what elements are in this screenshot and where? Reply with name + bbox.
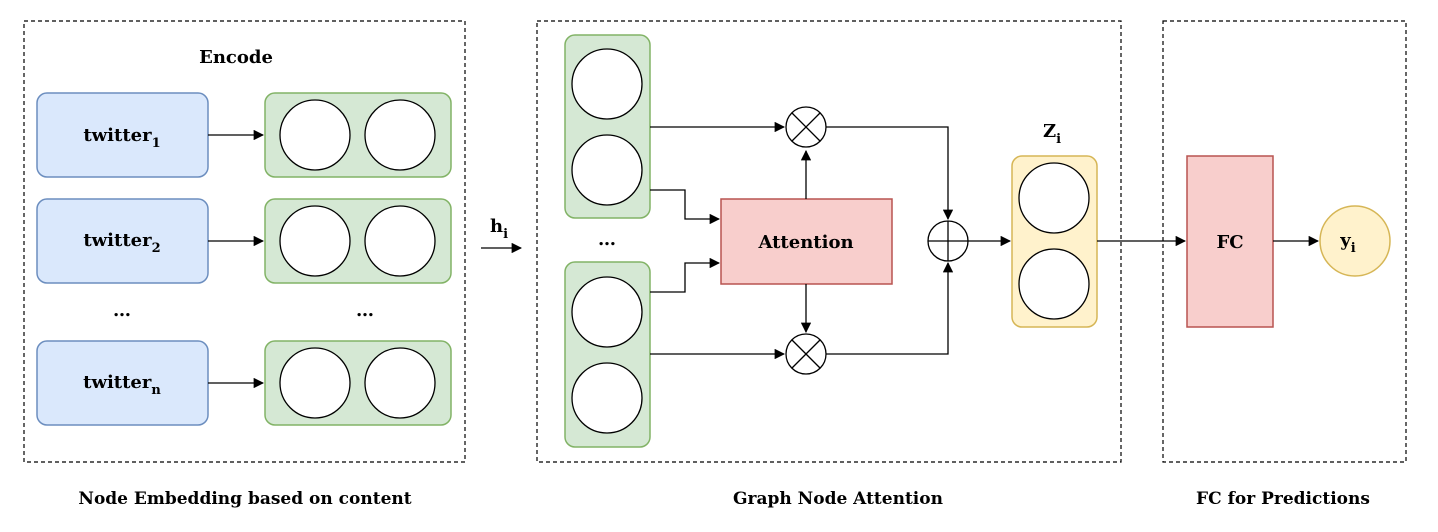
output-unit-b [1018,248,1090,320]
embedding-caption: Node Embedding based on content [78,489,411,509]
fc-block [1186,155,1274,328]
embedding-n-unit-a [279,347,351,419]
embedding-section-frame [23,20,466,463]
sum-icon [927,220,969,262]
output-unit-a [1018,162,1090,234]
embedding-1-unit-b [364,99,436,171]
twitter-node-1-label: twitter1 [83,125,160,151]
arrow-bottom-multiply-to-sum [826,261,954,355]
twitter-node-n-label: twittern [83,372,161,398]
embedding-n-unit-b [364,347,436,419]
attention-label: Attention [757,232,853,253]
input-top-unit-a [571,48,643,120]
fc-caption: FC for Predictions [1196,489,1370,509]
prediction-node [1319,205,1391,277]
encode-title: Encode [199,47,273,68]
attention-caption: Graph Node Attention [733,489,943,509]
multiply-bottom-icon [785,333,827,375]
arrow-top-multiply-to-sum [826,126,954,221]
inputs-ellipsis: … [598,229,616,250]
prediction-label: yi [1339,230,1355,256]
input-top-unit-b [571,134,643,206]
multiply-top-icon [785,106,827,148]
nodes-ellipsis: … [113,300,131,321]
fc-label: FC [1216,232,1243,253]
hidden-state-label: hi [490,216,508,242]
embedding-2-unit-a [279,205,351,277]
arrow-bottom-to-attention [650,257,721,293]
embeddings-ellipsis: … [356,300,374,321]
output-vector-label: Zi [1043,121,1061,147]
embedding-1-unit-a [279,99,351,171]
attention-section-frame [536,20,1122,463]
fc-section-frame [1162,20,1407,463]
arrow-top-to-attention [650,189,721,225]
input-bottom-unit-a [571,276,643,348]
input-bottom-unit-b [571,362,643,434]
twitter-node-2-label: twitter2 [83,230,160,256]
embedding-2-unit-b [364,205,436,277]
